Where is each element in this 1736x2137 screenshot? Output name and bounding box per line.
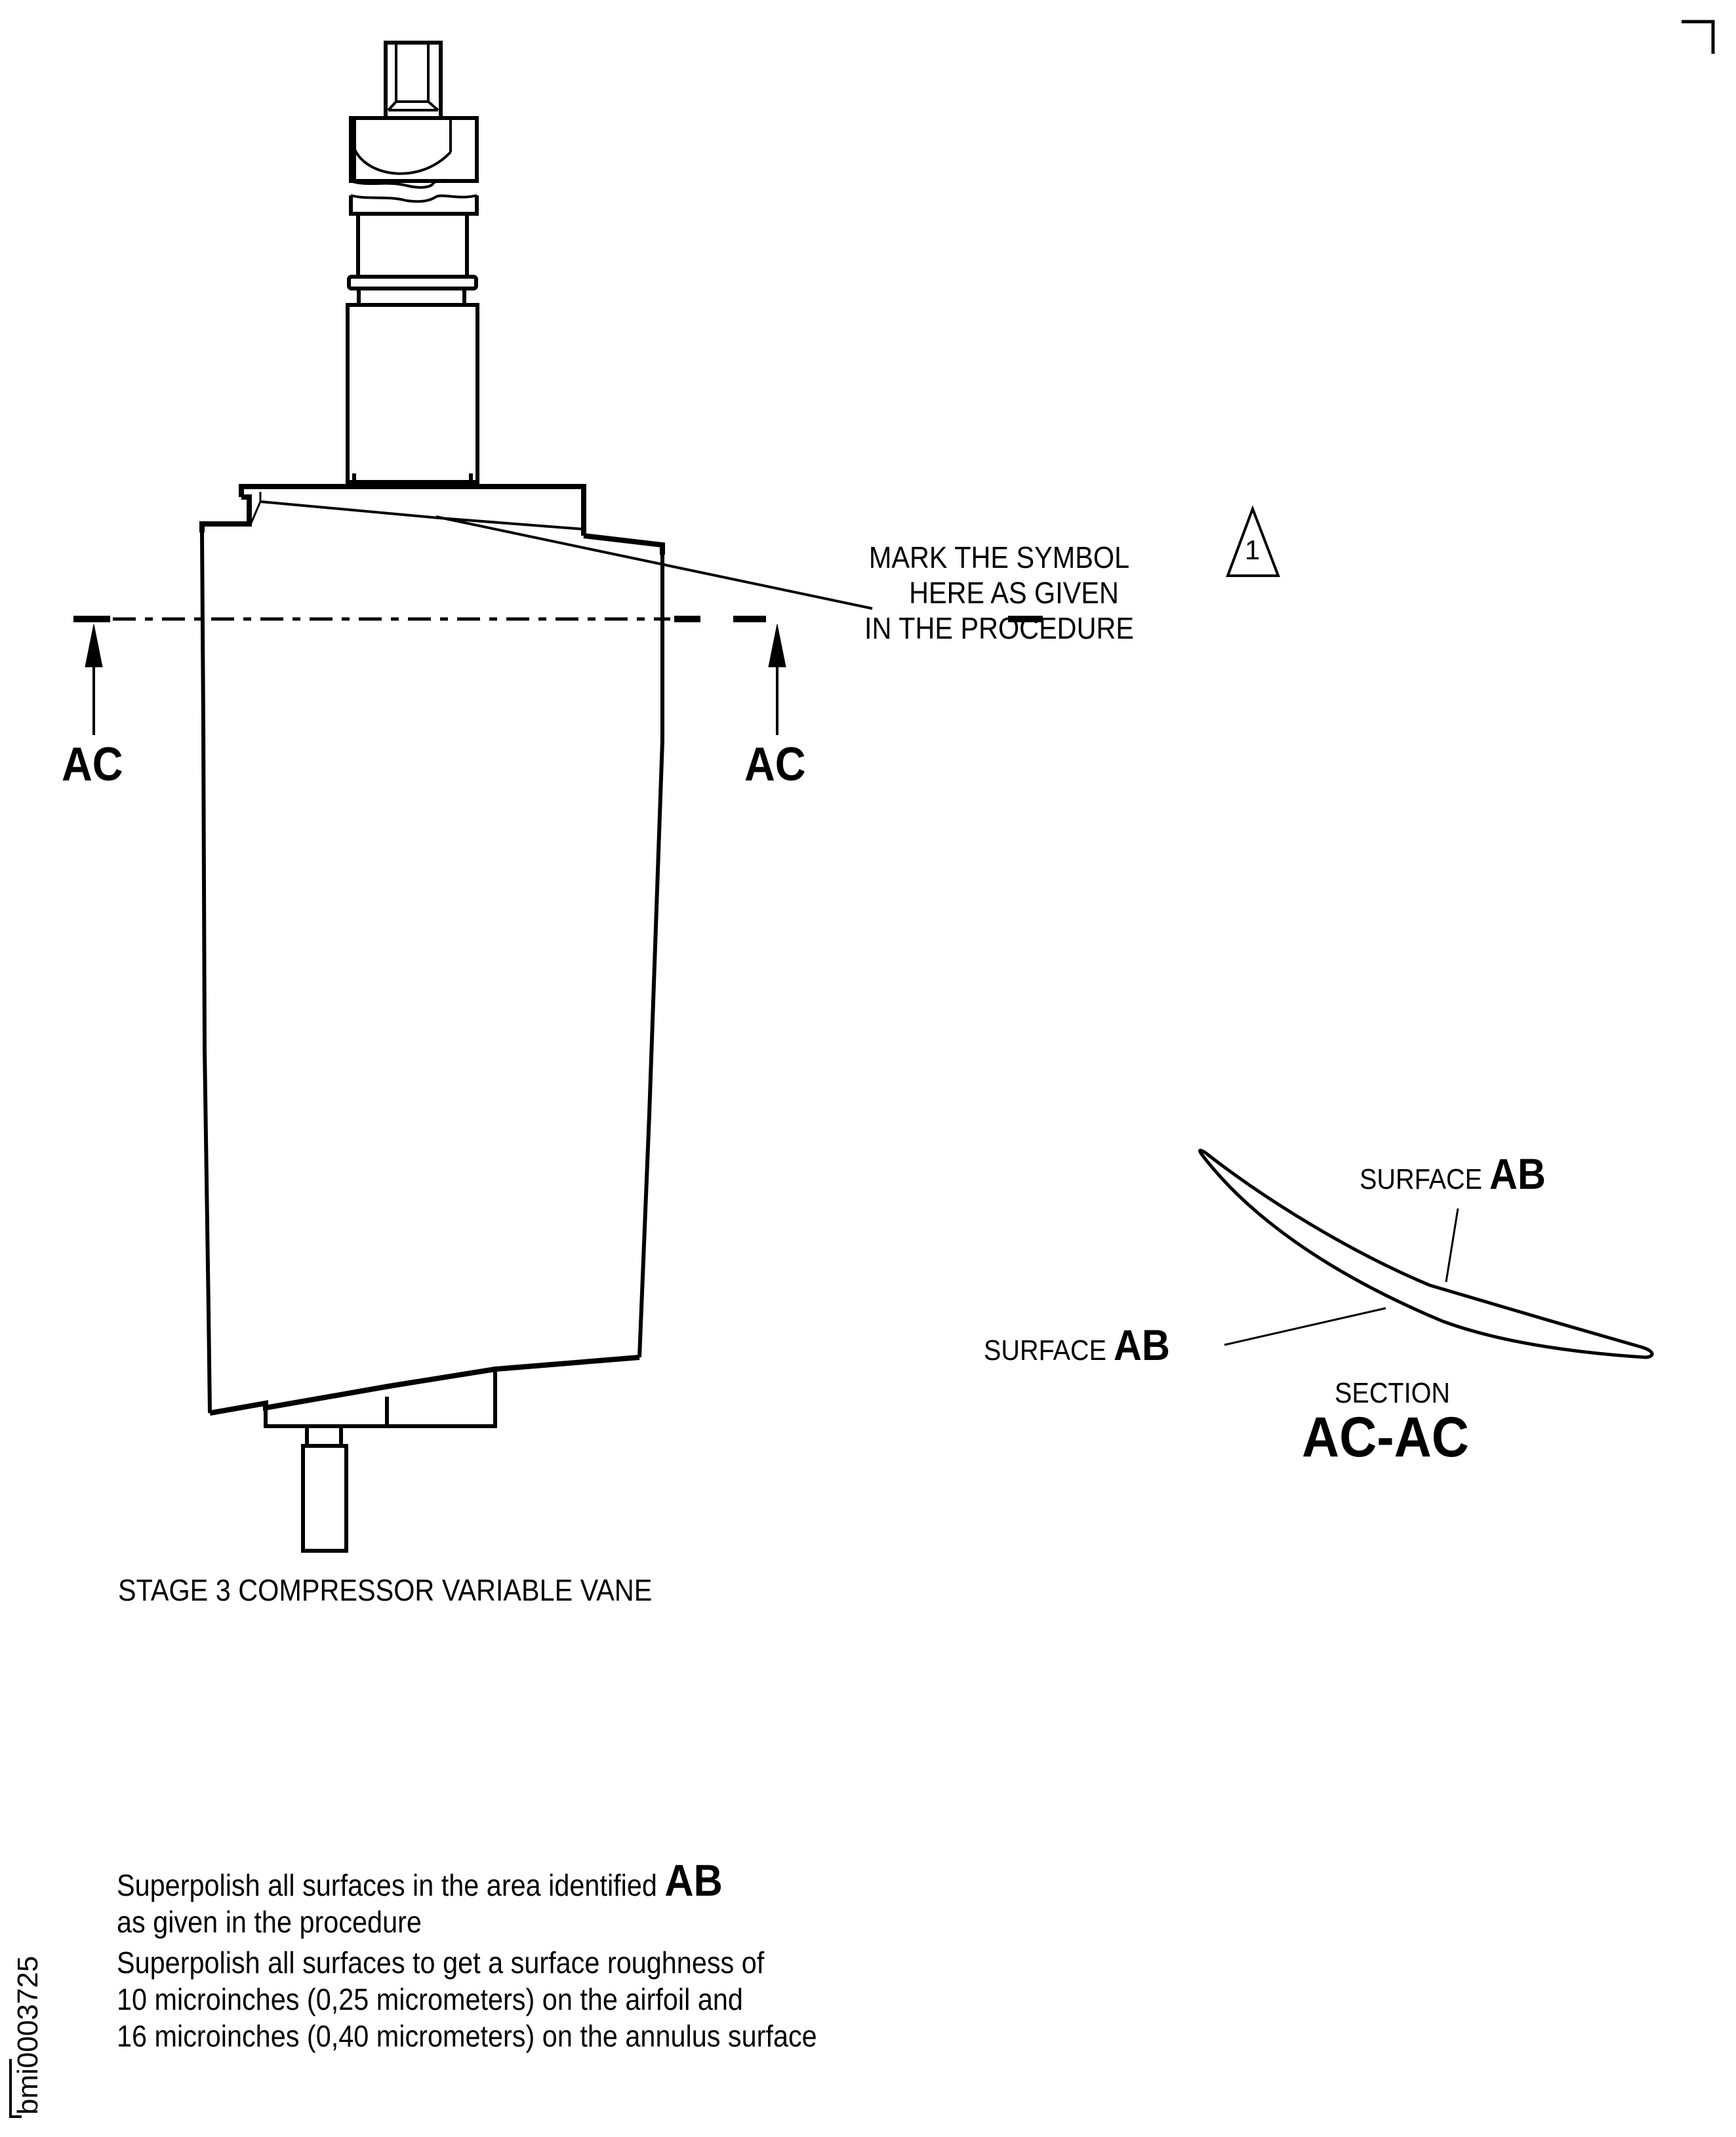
note-1-code: AB <box>664 1856 723 1906</box>
figure-id: bmi0003725 <box>12 1955 44 2115</box>
note-2: Superpolish all surfaces to get a surfac… <box>117 1944 817 2054</box>
triangle-icon <box>1226 505 1280 577</box>
section-label-small: SECTION <box>1335 1377 1451 1409</box>
corner-mark <box>1682 20 1715 54</box>
section-label-left: AC <box>62 738 123 791</box>
section-label-big: AC-AC <box>1302 1406 1469 1469</box>
note-2-line-2: 10 microinches (0,25 micrometers) on the… <box>117 1982 743 2016</box>
note-1-line-1: Superpolish all surfaces in the area ide… <box>117 1858 723 1904</box>
airfoil-section <box>1198 1148 1654 1359</box>
callout-symbol-number: 1 <box>1245 534 1261 565</box>
section-arrows <box>85 624 786 735</box>
top-shaft <box>384 41 443 120</box>
vane-outline <box>199 41 873 1553</box>
surface-ab-lower-label: SURFACE AB <box>984 1320 1170 1370</box>
surface-ab-upper-code: AB <box>1489 1149 1546 1198</box>
lower-block <box>346 303 479 484</box>
bottom-stem <box>301 1444 348 1553</box>
callout-line-2: HERE AS GIVEN <box>909 576 1119 610</box>
callout-leader <box>435 515 873 610</box>
callout-line-3: IN THE PROCEDURE <box>864 611 1134 645</box>
surface-ab-lower-leader <box>1224 1307 1386 1346</box>
surface-ab-lower-prefix: SURFACE <box>984 1334 1107 1367</box>
callout-text: MARK THE SYMBOL HERE AS GIVEN IN THE PRO… <box>864 540 1134 646</box>
vane-right-edge <box>637 555 664 1358</box>
note-1-line-2: as given in the procedure <box>117 1905 422 1939</box>
surface-ab-lower-code: AB <box>1114 1321 1170 1369</box>
note-2-line-3: 16 microinches (0,40 micrometers) on the… <box>117 2019 817 2053</box>
note-2-line-1: Superpolish all surfaces to get a surfac… <box>117 1946 765 1980</box>
section-label-right: AC <box>744 738 806 791</box>
surface-ab-upper-leader <box>1445 1208 1459 1283</box>
vane-left-edge <box>200 532 212 1414</box>
figure-title: STAGE 3 COMPRESSOR VARIABLE VANE <box>118 1573 653 1607</box>
note-1: Superpolish all surfaces in the area ide… <box>117 1858 723 1940</box>
note-1-line-1-text: Superpolish all surfaces in the area ide… <box>117 1868 657 1902</box>
surface-ab-upper-label: SURFACE AB <box>1360 1149 1546 1199</box>
figure-id-bracket <box>9 2059 22 2118</box>
callout-line-1: MARK THE SYMBOL <box>868 540 1130 574</box>
surface-ab-upper-prefix: SURFACE <box>1360 1163 1483 1195</box>
